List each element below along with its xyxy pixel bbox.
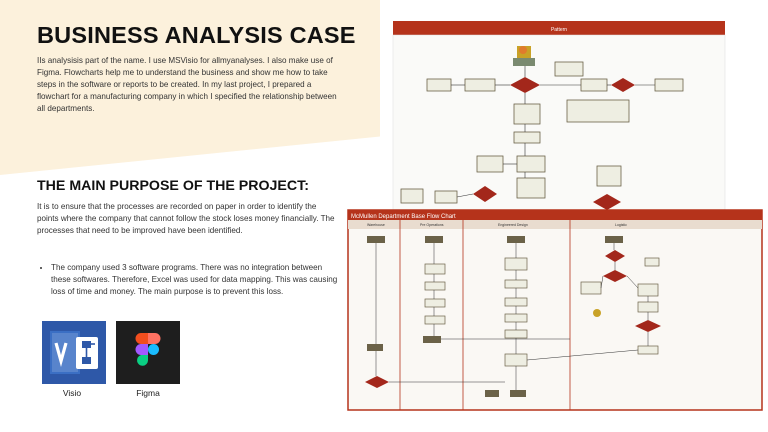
process-box	[513, 131, 541, 144]
decision-shape	[603, 270, 627, 282]
bullet-list: The company used 3 software programs. Th…	[37, 262, 339, 298]
page-title: BUSINESS ANALYSIS CASE	[37, 22, 356, 48]
process-box	[516, 177, 546, 199]
process-box	[425, 236, 443, 243]
process-box	[464, 78, 496, 92]
process-box	[504, 257, 528, 271]
top-chart-header	[393, 21, 725, 35]
process-box	[504, 313, 528, 323]
decision-shape	[365, 376, 389, 388]
server-icon	[513, 46, 535, 66]
intro-paragraph: IIs analysisis part of the name. I use M…	[37, 56, 337, 113]
process-box	[424, 315, 446, 325]
process-box	[596, 165, 622, 187]
decision-shape	[605, 250, 625, 262]
decision-shape	[473, 186, 497, 202]
decision-shape	[510, 77, 540, 93]
process-box	[400, 188, 424, 204]
process-box	[516, 155, 546, 173]
visio-logo-icon	[42, 321, 106, 384]
lane-label: Warehouse	[367, 223, 385, 227]
decision-shape	[611, 78, 635, 92]
lane-label: Pre Operations	[420, 223, 444, 227]
purpose-paragraph: It is to ensure that the processes are r…	[37, 202, 335, 235]
bottom-chart-title: McMullen Department Base Flow Chart	[351, 214, 456, 220]
process-box	[644, 257, 660, 267]
note-box	[566, 99, 630, 123]
process-box	[504, 329, 528, 339]
process-box	[367, 236, 385, 243]
process-box	[367, 344, 383, 351]
process-box	[637, 283, 659, 297]
process-box	[423, 336, 441, 343]
process-box	[580, 281, 602, 295]
bullet-item: The company used 3 software programs. Th…	[51, 262, 339, 298]
process-box	[605, 236, 623, 243]
process-box	[434, 190, 458, 204]
process-box	[510, 390, 526, 397]
process-box	[504, 279, 528, 289]
process-box	[485, 390, 499, 397]
figma-logo-icon	[116, 321, 180, 384]
user-icon	[593, 309, 601, 317]
process-box	[654, 78, 684, 92]
process-box	[637, 301, 659, 313]
process-box	[476, 155, 504, 173]
process-box	[424, 281, 446, 291]
top-chart-header-label: Pattern	[551, 27, 567, 33]
decision-shape	[635, 320, 661, 332]
process-box	[637, 345, 659, 355]
process-box	[504, 353, 528, 367]
process-box	[504, 297, 528, 307]
process-box	[424, 298, 446, 308]
purpose-heading: THE MAIN PURPOSE OF THE PROJECT:	[37, 178, 309, 194]
visio-label: Visio	[62, 388, 82, 398]
decision-shape	[593, 194, 621, 210]
process-box	[426, 78, 452, 92]
lane-label: Logistic	[615, 223, 627, 227]
process-box	[554, 61, 584, 77]
process-box	[513, 103, 541, 125]
flowchart-image: Pattern McMullen Department B	[345, 18, 765, 412]
figma-label: Figma	[136, 388, 160, 398]
lane-label: Engineered Design	[498, 223, 528, 227]
process-box	[580, 78, 608, 92]
bottom-chart-header	[348, 210, 762, 220]
process-box	[424, 263, 446, 275]
process-box	[507, 236, 525, 243]
